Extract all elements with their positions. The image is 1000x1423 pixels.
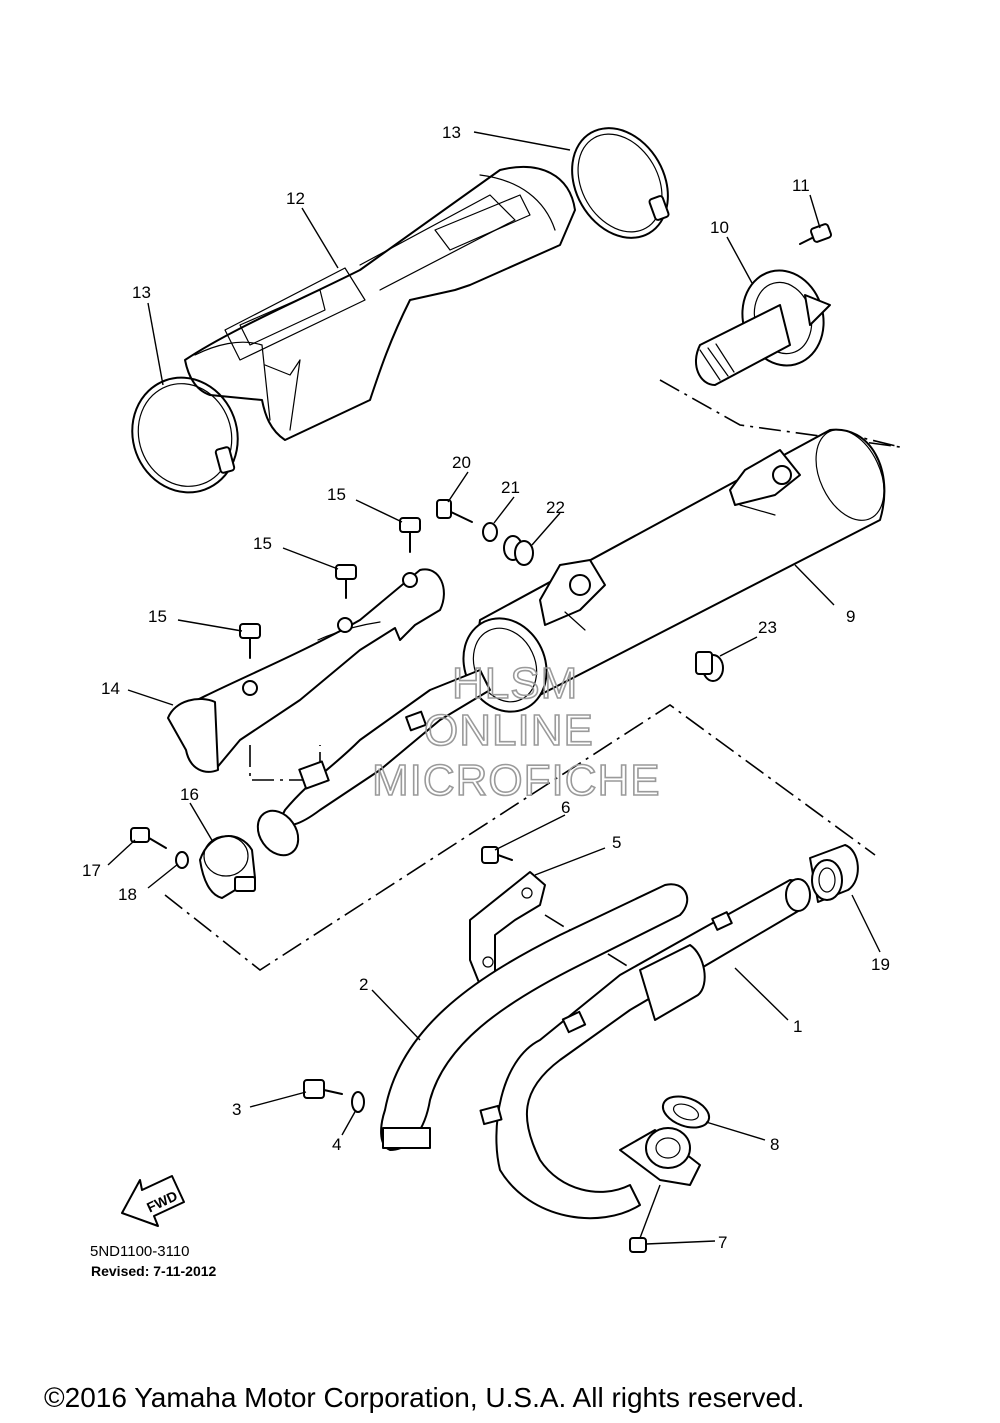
part-22-grommet [503,535,534,566]
part-9-muffler [462,428,886,713]
callout-17: 17 [82,861,101,880]
part-5-bracket [469,871,546,986]
watermark-line-2: ONLINE [424,706,594,755]
callout-1: 1 [793,1017,802,1036]
callout-23: 23 [758,618,777,637]
part-16-clamp [199,835,256,899]
copyright-notice: ©2016 Yamaha Motor Corporation, U.S.A. A… [44,1382,804,1413]
callout-7: 7 [718,1233,727,1252]
part-13-band-clamp-upper [571,127,670,239]
part-7-flange-and-nut [619,1127,701,1253]
part-15-bolt-a [399,517,421,553]
part-3-bolt [303,1079,343,1099]
part-17-bolt [130,827,167,849]
callout-5: 5 [612,833,621,852]
callout-11: 11 [792,176,810,195]
callout-19: 19 [871,955,890,974]
part-13-band-clamp-lower [131,376,239,494]
fwd-direction-arrow: FWD [121,1175,185,1227]
watermark-line-1: HLSM [452,659,578,708]
revised-date: Revised: 7-11-2012 [91,1263,217,1279]
watermark-line-3: MICROFICHE [372,756,661,805]
callout-leaders [107,131,881,1245]
callout-16: 16 [180,785,199,804]
part-19-gasket [809,844,859,903]
reference-code: 5ND1100-3110 [90,1243,190,1260]
callout-numbers: 13 12 13 10 11 20 21 22 15 15 15 9 23 14… [82,123,890,1252]
part-12-heat-shield [184,165,576,441]
callout-9: 9 [846,607,855,626]
callout-2: 2 [359,975,368,994]
callout-12: 12 [286,189,305,208]
callout-13-upper: 13 [442,123,461,142]
part-18-washer [175,851,189,869]
part-15-bolt-b [335,564,357,599]
watermark: HLSM ONLINE MICROFICHE [371,658,661,806]
part-6-bolt [481,846,513,864]
callout-20: 20 [452,453,471,472]
callout-22: 22 [546,498,565,517]
part-14-exhaust-pipe-rear [167,568,491,857]
callout-6: 6 [561,798,570,817]
callout-15-a: 15 [327,485,346,504]
part-1-exhaust-pipe [479,878,811,1220]
part-23-collar [695,651,724,682]
part-21-washer [482,522,498,542]
callout-21: 21 [501,478,520,497]
part-4-washer [351,1091,365,1113]
callout-15-b: 15 [253,534,272,553]
callout-14: 14 [101,679,120,698]
callout-8: 8 [770,1135,779,1154]
part-11-screw [799,223,833,245]
part-15-bolt-c [239,623,261,659]
callout-15-c: 15 [148,607,167,626]
part-10-spark-arrester [695,269,831,386]
callout-18: 18 [118,885,137,904]
callout-10: 10 [710,218,729,237]
part-20-bolt [436,499,473,523]
part-8-gasket [661,1095,711,1129]
part-2-heat-protector [380,883,689,1151]
callout-4: 4 [332,1135,341,1154]
callout-13-lower: 13 [132,283,151,302]
callout-3: 3 [232,1100,241,1119]
